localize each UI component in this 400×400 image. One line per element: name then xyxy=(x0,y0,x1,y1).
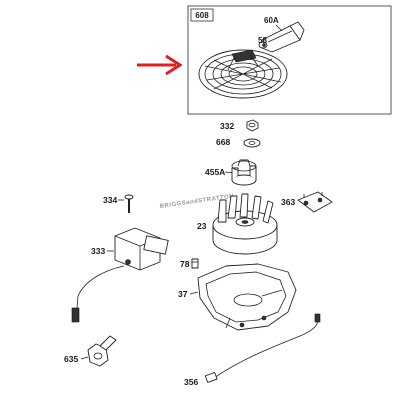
bracket-part xyxy=(297,191,333,213)
callout-455A: 455A xyxy=(205,167,225,177)
nut-part xyxy=(246,119,259,132)
boot-part xyxy=(87,335,117,367)
ignition-coil-part xyxy=(71,227,169,323)
housing-plate-part xyxy=(197,263,297,331)
kit-number-label: 608 xyxy=(195,11,209,20)
spark-cover-part xyxy=(258,21,305,53)
callout-60A: 60A xyxy=(264,16,279,25)
callout-37: 37 xyxy=(178,289,188,299)
kit-608-box: 608 60A 58 xyxy=(187,5,392,115)
callout-356: 356 xyxy=(184,377,198,387)
pointer-arrow xyxy=(137,54,183,76)
ground-wire-part xyxy=(204,313,321,383)
callout-78: 78 xyxy=(180,259,190,269)
callout-333: 333 xyxy=(91,246,105,256)
callout-668: 668 xyxy=(216,137,230,147)
grille-screen-part xyxy=(198,49,288,99)
washer-part xyxy=(243,138,261,148)
bolt-part xyxy=(191,258,199,269)
callout-23: 23 xyxy=(197,221,207,231)
callout-58: 58 xyxy=(258,36,267,45)
callout-363: 363 xyxy=(281,197,295,207)
screw-part xyxy=(124,194,134,213)
callout-334: 334 xyxy=(103,195,117,205)
callout-635: 635 xyxy=(64,354,78,364)
callout-332: 332 xyxy=(220,121,234,131)
starter-cup-part xyxy=(231,159,257,186)
flywheel-part xyxy=(212,193,278,255)
